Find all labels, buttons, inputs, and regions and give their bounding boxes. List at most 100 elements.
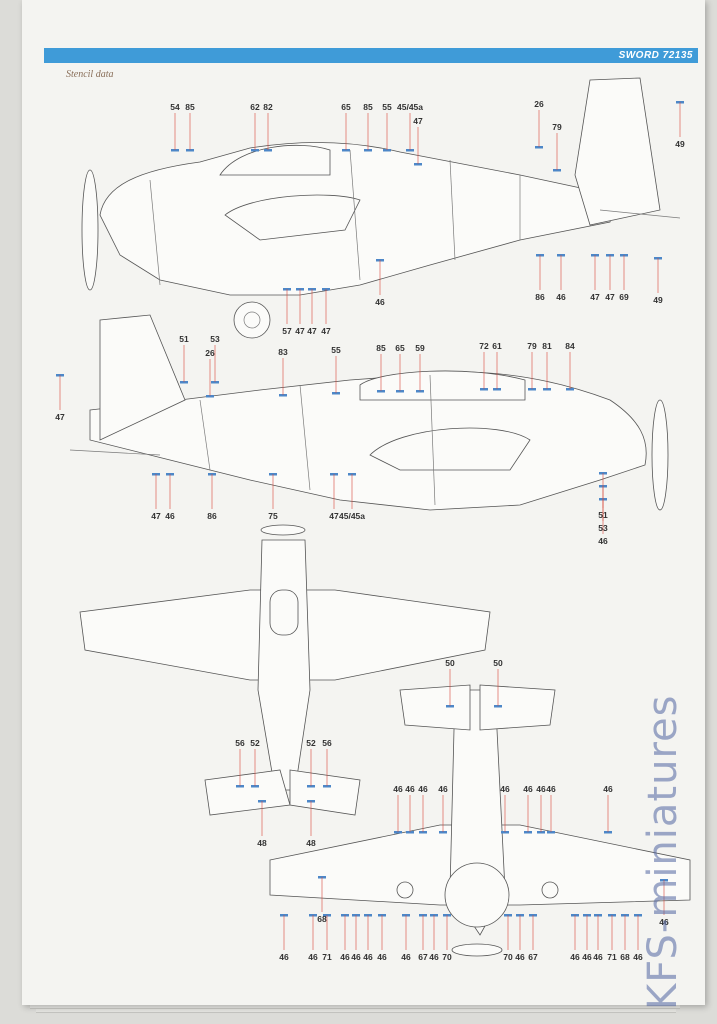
- callout-label: 71: [322, 952, 332, 962]
- callout-label: 46: [593, 952, 603, 962]
- callout-label: 46: [570, 952, 580, 962]
- callout-label: 57: [282, 326, 292, 336]
- stencil-decal-mark: [535, 146, 543, 149]
- callout-label: 46: [377, 952, 387, 962]
- bottom-view: [269, 684, 691, 957]
- stencil-decal-mark: [279, 394, 287, 397]
- callout-label: 46: [536, 784, 546, 794]
- stencil-decal-mark: [180, 381, 188, 384]
- stencil-decal-mark: [323, 785, 331, 788]
- callout-label: 49: [653, 295, 663, 305]
- stencil-decal-mark: [264, 149, 272, 152]
- callout-label: 54: [170, 102, 180, 112]
- leader-lines: [59, 102, 681, 950]
- section-title: Stencil data: [66, 69, 114, 80]
- callout-label: 79: [552, 122, 562, 132]
- callout-label: 46: [418, 784, 428, 794]
- stencil-decal-mark: [446, 705, 454, 708]
- callout-label: 47: [329, 511, 339, 521]
- stencil-decal-mark: [604, 831, 612, 834]
- stencil-decal-mark: [480, 388, 488, 391]
- stencil-decal-mark: [414, 163, 422, 166]
- callout-label: 82: [263, 102, 273, 112]
- stencil-decal-mark: [236, 785, 244, 788]
- callout-label: 84: [565, 341, 575, 351]
- callout-label: 46: [438, 784, 448, 794]
- stencil-decal-mark: [377, 390, 385, 393]
- callout-label: 75: [268, 511, 278, 521]
- callout-label: 47: [413, 116, 423, 126]
- callout-label: 50: [445, 658, 455, 668]
- callout-label: 46: [351, 952, 361, 962]
- callout-label: 26: [205, 348, 215, 358]
- stencil-decal-mark: [406, 149, 414, 152]
- callout-label: 47: [55, 412, 65, 422]
- callout-label: 47: [307, 326, 317, 336]
- stencil-decal-mark: [307, 785, 315, 788]
- callout-label: 52: [250, 738, 260, 748]
- stencil-decal-mark: [493, 388, 501, 391]
- callout-label: 46: [308, 952, 318, 962]
- callout-label: 49: [675, 139, 685, 149]
- callout-label: 62: [250, 102, 260, 112]
- callout-label: 46: [556, 292, 566, 302]
- callout-label: 85: [363, 102, 373, 112]
- callout-label: 67: [528, 952, 538, 962]
- callout-label: 86: [207, 511, 217, 521]
- callout-label: 46: [523, 784, 533, 794]
- callout-label: 48: [306, 838, 316, 848]
- callout-label: 46: [633, 952, 643, 962]
- callout-label: 46: [429, 952, 439, 962]
- stencil-decal-mark: [406, 831, 414, 834]
- callout-label: 55: [382, 102, 392, 112]
- callout-label: 47: [605, 292, 615, 302]
- stencil-decal-mark: [547, 831, 555, 834]
- stencil-decal-mark: [524, 831, 532, 834]
- callout-label: 67: [418, 952, 428, 962]
- callout-label: 85: [185, 102, 195, 112]
- stencil-decal-mark: [206, 395, 214, 398]
- top-view: [79, 524, 491, 816]
- callout-label: 47: [590, 292, 600, 302]
- callout-label: 46: [546, 784, 556, 794]
- stencil-decal-mark: [396, 390, 404, 393]
- callout-label: 46: [582, 952, 592, 962]
- right-side-profile: [69, 314, 669, 511]
- stencil-decal-mark: [566, 388, 574, 391]
- callout-label: 50: [493, 658, 503, 668]
- callout-label: 68: [620, 952, 630, 962]
- callout-label: 85: [376, 343, 386, 353]
- callout-label: 26: [534, 99, 544, 109]
- stencil-decal-mark: [543, 388, 551, 391]
- callout-label: 46: [598, 536, 608, 546]
- stencil-decal-mark: [332, 392, 340, 395]
- callout-label: 70: [442, 952, 452, 962]
- callout-label: 71: [607, 952, 617, 962]
- callout-label: 47: [151, 511, 161, 521]
- callout-label: 47: [295, 326, 305, 336]
- callout-label: 46: [500, 784, 510, 794]
- callout-label: 51: [598, 510, 608, 520]
- callout-label: 86: [535, 292, 545, 302]
- stencil-decal-mark: [419, 831, 427, 834]
- header-title: SWORD 72135: [618, 50, 693, 61]
- callout-label: 45/45a: [397, 102, 423, 112]
- callout-label: 56: [322, 738, 332, 748]
- callout-label: 52: [306, 738, 316, 748]
- callout-label: 68: [317, 914, 327, 924]
- callout-label: 53: [598, 523, 608, 533]
- callout-label: 46: [279, 952, 289, 962]
- stencil-decal-mark: [186, 149, 194, 152]
- callout-label: 45/45a: [339, 511, 365, 521]
- callout-label: 65: [341, 102, 351, 112]
- callout-label: 46: [340, 952, 350, 962]
- stencil-decal-mark: [171, 149, 179, 152]
- callout-label: 83: [278, 347, 288, 357]
- callout-label: 72: [479, 341, 489, 351]
- callout-label: 46: [393, 784, 403, 794]
- stencil-decal-mark: [439, 831, 447, 834]
- callout-label: 46: [405, 784, 415, 794]
- watermark: KFS-miniatures: [640, 694, 686, 1010]
